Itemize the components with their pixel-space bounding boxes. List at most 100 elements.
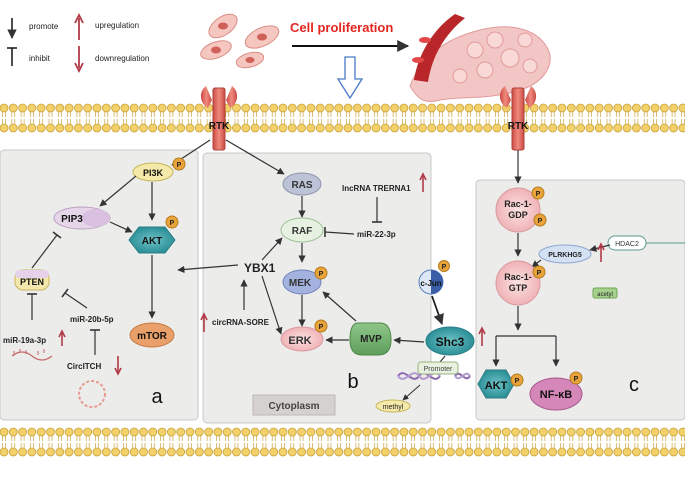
lipid-head bbox=[371, 123, 381, 133]
lipid-head bbox=[18, 103, 28, 113]
lipid-tail bbox=[206, 112, 211, 117]
lipid-tail bbox=[197, 119, 202, 124]
lipid-head bbox=[473, 427, 483, 437]
lipid-head bbox=[566, 123, 576, 133]
lipid-head bbox=[371, 427, 381, 437]
lipid-head bbox=[259, 447, 269, 457]
lipid-tail bbox=[299, 112, 304, 117]
lipid-head bbox=[464, 427, 474, 437]
rac1-gtp-label-line2: GTP bbox=[509, 283, 528, 293]
lipid-tail bbox=[76, 119, 81, 124]
lipid-head bbox=[185, 447, 195, 457]
lipid-head bbox=[659, 427, 669, 437]
lipid-tail bbox=[569, 443, 574, 448]
lipid-head bbox=[492, 123, 502, 133]
lipid-head bbox=[427, 123, 437, 133]
lipid-head bbox=[278, 447, 288, 457]
lipid-head bbox=[390, 123, 400, 133]
lipid-tail bbox=[169, 112, 174, 117]
lipid-head bbox=[306, 123, 316, 133]
lipid-tail bbox=[550, 436, 555, 441]
lipid-tail bbox=[485, 119, 490, 124]
promoter-box bbox=[417, 361, 459, 375]
lipid-tail bbox=[578, 112, 583, 117]
lipid-tail bbox=[411, 112, 416, 117]
lipid-head bbox=[166, 123, 176, 133]
lipid-tail bbox=[541, 436, 546, 441]
lipid-tail bbox=[578, 443, 583, 448]
lipid-tail bbox=[11, 119, 16, 124]
lipid-head bbox=[669, 103, 678, 113]
lipid-tail bbox=[57, 443, 62, 448]
lipid-head bbox=[511, 447, 520, 457]
lipid-head bbox=[455, 123, 465, 133]
lipid-head bbox=[0, 103, 9, 113]
microrna-icon-teeth bbox=[13, 349, 45, 356]
lipid-head bbox=[650, 103, 660, 113]
lipid-tail bbox=[420, 119, 425, 124]
akt-c-node bbox=[477, 369, 515, 399]
lipid-tail bbox=[299, 443, 304, 448]
lipid-tail bbox=[550, 119, 555, 124]
lipid-tail bbox=[336, 436, 341, 441]
mek-phospho-badge bbox=[314, 266, 328, 280]
pi3k-phospho-badge bbox=[172, 157, 186, 171]
lipid-tail bbox=[476, 119, 481, 124]
lipid-head bbox=[194, 103, 204, 113]
lipid-tail bbox=[271, 443, 276, 448]
lipid-head bbox=[36, 103, 46, 113]
lipid-head bbox=[483, 447, 493, 457]
lipid-tail bbox=[141, 443, 146, 448]
lipid-head bbox=[148, 103, 158, 113]
lipid-tail bbox=[457, 443, 462, 448]
erk-phospho-badge bbox=[314, 319, 328, 333]
lipid-head bbox=[74, 427, 83, 437]
lipid-tail bbox=[197, 436, 202, 441]
lipid-head bbox=[185, 427, 195, 437]
plrkhg5-label: PLRKHG5 bbox=[548, 252, 582, 259]
shc3-to-mvp-arrow bbox=[393, 336, 425, 345]
pi3k-label: PI3K bbox=[143, 168, 164, 178]
lipid-tail bbox=[495, 436, 499, 441]
lipid-tail bbox=[606, 443, 611, 448]
lipid-tail bbox=[39, 436, 44, 441]
lipid-head bbox=[334, 103, 344, 113]
lipid-head bbox=[418, 427, 427, 437]
lipid-tail bbox=[653, 443, 657, 448]
pi3k-phospho-label: P bbox=[177, 162, 182, 169]
lipid-head bbox=[678, 447, 685, 457]
lipid-tail bbox=[522, 443, 527, 448]
lipid-head bbox=[241, 123, 251, 133]
lipid-tail bbox=[20, 443, 25, 448]
lipid-tail bbox=[420, 443, 425, 448]
lipid-tail bbox=[262, 119, 267, 124]
lipid-tail bbox=[402, 436, 406, 441]
lipid-head bbox=[585, 103, 595, 113]
acetyl-node bbox=[592, 287, 618, 299]
lipid-head bbox=[36, 427, 46, 437]
cell-icon bbox=[200, 13, 280, 69]
lipid-tail bbox=[318, 119, 323, 124]
lipid-tail bbox=[476, 436, 481, 441]
mek-phospho-label: P bbox=[319, 271, 324, 278]
lipid-head bbox=[343, 103, 353, 113]
lipid-head bbox=[399, 103, 409, 113]
lipid-tail bbox=[643, 443, 648, 448]
lipid-head bbox=[139, 427, 148, 437]
lipid-head bbox=[269, 427, 279, 437]
lipid-head bbox=[120, 447, 130, 457]
lipid-head bbox=[557, 427, 567, 437]
lipid-tail bbox=[364, 436, 369, 441]
lipid-head bbox=[46, 447, 55, 457]
lipid-head bbox=[399, 123, 409, 133]
lipid-tail bbox=[30, 119, 34, 124]
lipid-tail bbox=[141, 436, 146, 441]
lipid-tail bbox=[104, 436, 109, 441]
lipid-tail bbox=[336, 119, 341, 124]
lipid-tail bbox=[104, 119, 109, 124]
lipid-tail bbox=[57, 119, 62, 124]
lipid-tail bbox=[188, 443, 192, 448]
lipid-head bbox=[380, 427, 390, 437]
lipid-tail bbox=[281, 443, 285, 448]
lipid-tail bbox=[234, 436, 239, 441]
